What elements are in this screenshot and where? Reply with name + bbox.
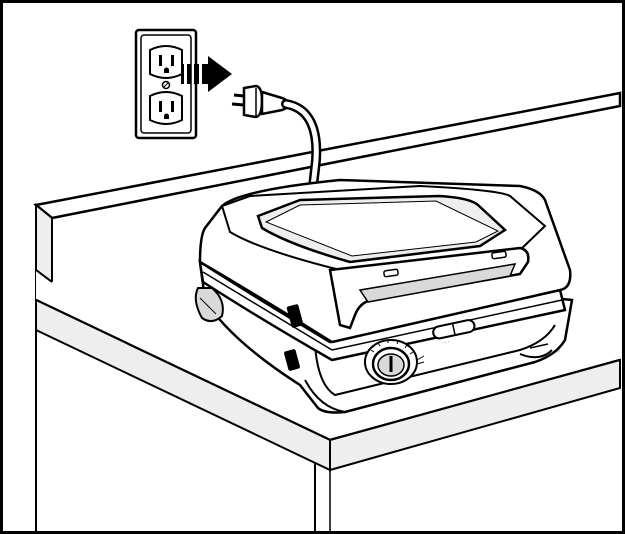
unplug-arrow-icon [181,56,232,92]
svg-text:- - -: - - - [442,338,450,344]
grill-appliance-icon: - - - [194,178,574,414]
backsplash [33,91,622,284]
outlet-icon [134,28,198,140]
plug-icon [231,84,290,119]
control-dial-icon [364,339,425,385]
